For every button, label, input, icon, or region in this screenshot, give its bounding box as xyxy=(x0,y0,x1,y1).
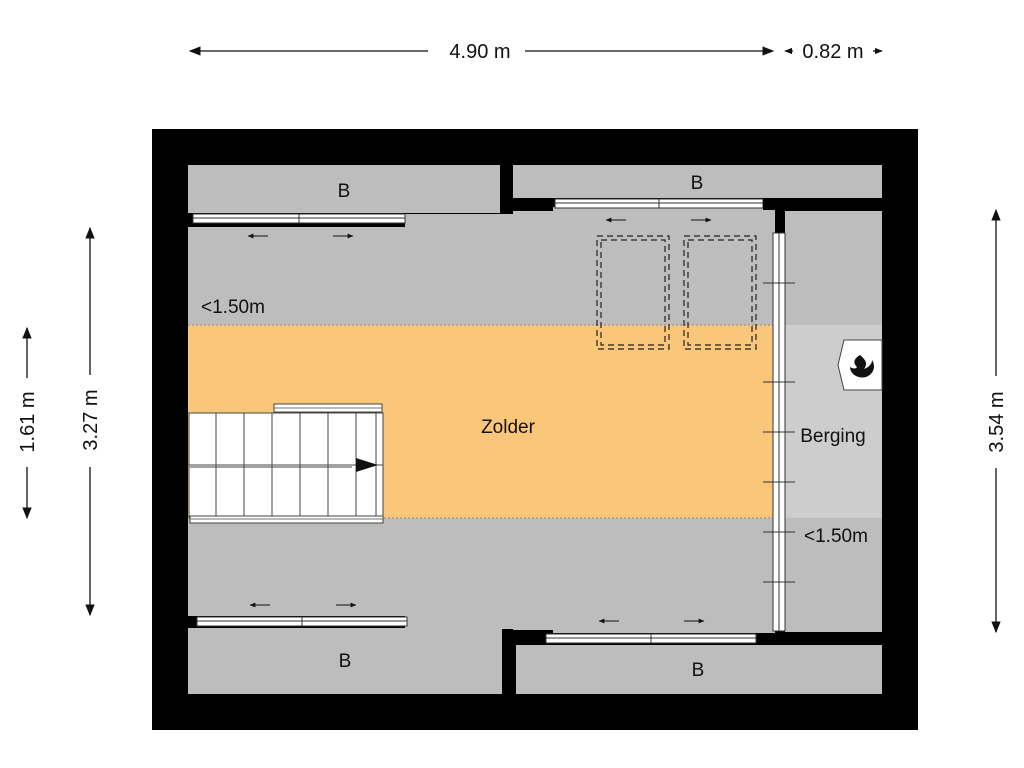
sliding-door-top-right xyxy=(554,198,764,209)
room-label-b-bottom-left: B xyxy=(339,651,352,672)
room-label-berging: Berging xyxy=(800,426,866,447)
storage-b-bottom-right xyxy=(516,645,882,694)
staircase xyxy=(188,403,384,524)
storage-b-bottom-left xyxy=(188,628,502,694)
partition-ticks xyxy=(763,282,795,583)
dimension-label-top-main: 4.90 m xyxy=(449,41,510,63)
wall-stub-top xyxy=(763,198,775,210)
room-label-b-top-right: B xyxy=(691,173,704,194)
flame-icon xyxy=(850,355,874,378)
dimension-label-right: 3.54 m xyxy=(986,391,1008,452)
height-note-bottom: <1.50m xyxy=(804,526,868,547)
skylight-left xyxy=(596,235,670,350)
dimension-label-top-small: 0.82 m xyxy=(802,41,863,63)
dimension-label-left-outer: 1.61 m xyxy=(17,391,39,452)
boiler-unit xyxy=(837,339,883,391)
skylight-right xyxy=(683,235,757,350)
storage-b-top-left xyxy=(188,165,500,213)
slide-arrows xyxy=(247,217,712,624)
sliding-door-top-left xyxy=(192,213,406,224)
room-label-zolder: Zolder xyxy=(481,417,536,438)
room-label-b-bottom-right: B xyxy=(692,660,705,681)
dimension-label-left-inner: 3.27 m xyxy=(80,389,102,450)
height-note-top: <1.50m xyxy=(201,297,265,318)
sliding-door-bottom-left xyxy=(196,616,408,627)
stair-arrow-icon xyxy=(356,458,378,472)
sliding-door-bottom-right xyxy=(545,633,757,644)
room-label-b-top-left: B xyxy=(338,181,351,202)
storage-b-top-right xyxy=(513,165,882,198)
